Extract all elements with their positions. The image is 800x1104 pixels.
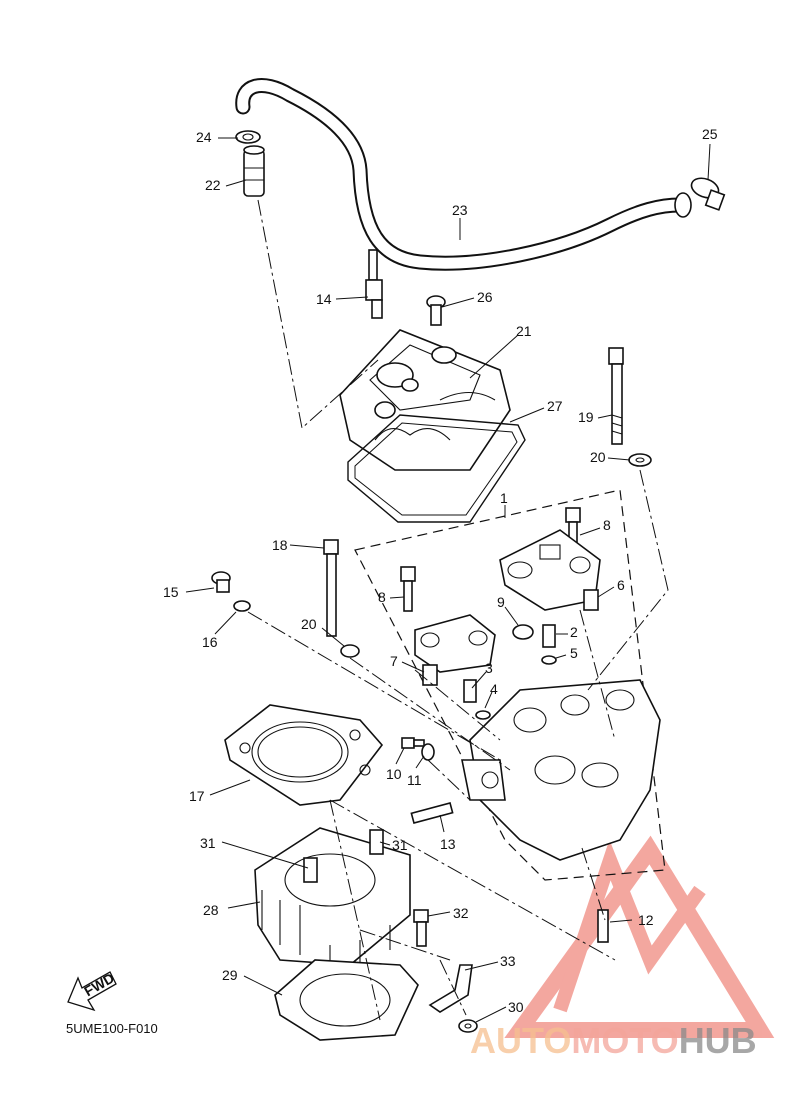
dowel-31-left: [303, 857, 318, 883]
callout-23: 23: [452, 202, 468, 218]
callout-24: 24: [196, 129, 212, 145]
cap-bolt-lower: [400, 566, 416, 612]
camshaft-cap-lower: [414, 614, 496, 673]
callout-9: 9: [497, 594, 505, 610]
callout-32: 32: [453, 905, 469, 921]
callout-2: 2: [570, 624, 578, 640]
cylinder: [254, 827, 411, 975]
cylinder-head: [461, 679, 661, 861]
callout-5: 5: [570, 645, 578, 661]
o-ring-5: [541, 655, 557, 665]
callout-28: 28: [203, 902, 219, 918]
dowel-pin-3: [463, 679, 477, 703]
callout-15: 15: [163, 584, 179, 600]
callout-27: 27: [547, 398, 563, 414]
callout-19: 19: [578, 409, 594, 425]
spark-plug: [365, 249, 383, 319]
stud-bolt: [410, 802, 454, 824]
plug-9: [512, 624, 534, 640]
callout-33: 33: [500, 953, 516, 969]
watermark-text: AUTOMOTOHUB: [470, 1020, 757, 1062]
stud-12: [597, 909, 609, 943]
callout-22: 22: [205, 177, 221, 193]
plug-bolt: [211, 571, 231, 593]
small-bolt: [401, 737, 425, 749]
long-bolt-left: [323, 539, 339, 637]
callout-30: 30: [508, 999, 524, 1015]
hose-fitting: [243, 145, 265, 197]
callout-8-lower: 8: [378, 589, 386, 605]
leader-lines: [185, 137, 711, 1023]
o-ring-4: [475, 710, 491, 720]
callout-13: 13: [440, 836, 456, 852]
dowel-pin-upper: [583, 589, 599, 611]
callout-20-left: 20: [301, 616, 317, 632]
callout-14: 14: [316, 291, 332, 307]
breather-hose: [235, 78, 688, 271]
alignment-lines: [247, 199, 669, 1021]
figure-code: 5UME100-F010: [66, 1021, 158, 1036]
callout-18: 18: [272, 537, 288, 553]
callout-6: 6: [617, 577, 625, 593]
cylinder-base-gasket: [274, 959, 419, 1041]
callout-10: 10: [386, 766, 402, 782]
callout-12: 12: [638, 912, 654, 928]
dowel-pin-lower: [422, 664, 438, 686]
callout-25: 25: [702, 126, 718, 142]
cylinder-head-gasket: [224, 704, 384, 806]
bracket: [428, 964, 473, 1013]
callout-17: 17: [189, 788, 205, 804]
washer: [628, 453, 652, 467]
cylinder-bolt: [413, 909, 429, 947]
callout-20-right: 20: [590, 449, 606, 465]
long-bolt: [608, 347, 624, 445]
callout-8-upper: 8: [603, 517, 611, 533]
part-number-callouts: 24 22 25 23 14 26 21 27 19 20 1 8 18 8 6…: [163, 126, 718, 1015]
gasket-16: [233, 600, 251, 612]
watermark-logo: [504, 835, 775, 1038]
watermark-auto: AUTO: [470, 1020, 572, 1061]
callout-31-right: 31: [392, 837, 408, 853]
washer-20-left: [340, 644, 360, 658]
callout-21: 21: [516, 323, 532, 339]
callout-26: 26: [477, 289, 493, 305]
cap-bolt: [426, 295, 446, 326]
cylinder-head-cover: [339, 329, 511, 471]
callout-11: 11: [407, 772, 422, 788]
pipe-2: [542, 624, 556, 648]
callout-16: 16: [202, 634, 218, 650]
callout-3: 3: [485, 660, 493, 676]
washer-11: [421, 743, 435, 761]
head-cover-gasket: [347, 414, 526, 523]
callout-29: 29: [222, 967, 238, 983]
callout-31-left: 31: [200, 835, 216, 851]
dowel-31-right: [369, 829, 384, 855]
spring-clip: [235, 130, 261, 144]
callout-1: 1: [500, 490, 508, 506]
callout-7: 7: [390, 653, 398, 669]
nut: [458, 1019, 478, 1033]
watermark-moto: MOTO: [571, 1020, 679, 1061]
watermark-hub: HUB: [678, 1020, 757, 1061]
callout-4: 4: [490, 681, 498, 697]
hose-clip: [674, 177, 726, 218]
forward-arrow-icon: FWD: [67, 970, 117, 1012]
